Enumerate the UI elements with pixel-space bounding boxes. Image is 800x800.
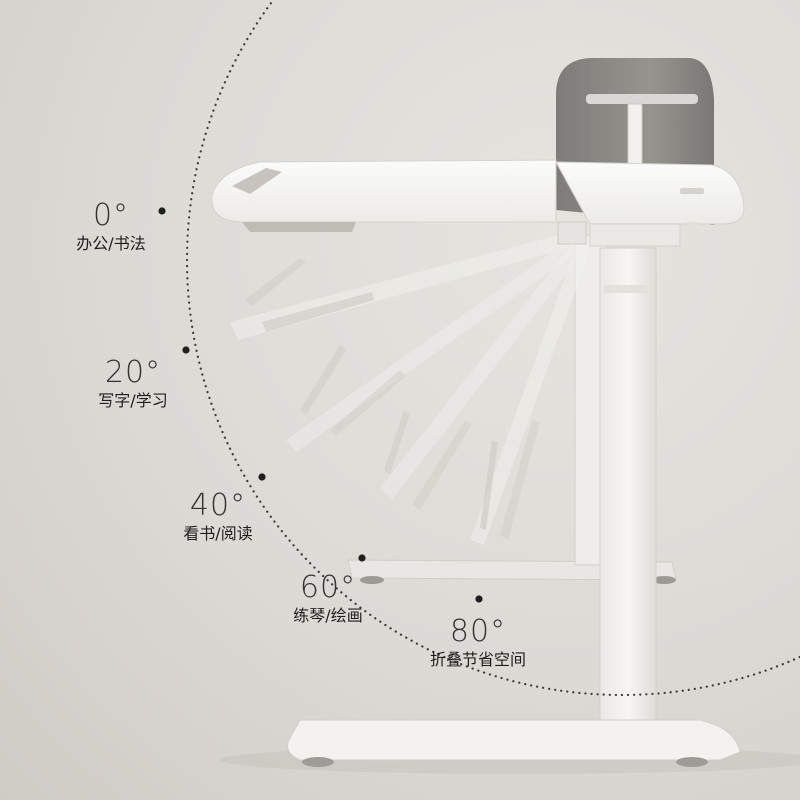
main-desktop — [211, 159, 557, 223]
main-leg — [599, 247, 657, 729]
hinge — [557, 221, 587, 245]
angle-caption: 写字/学习 — [98, 391, 168, 410]
label-60-degree: 60° 练琴/绘画 — [278, 572, 378, 626]
label-0-degree: 0° 办公/书法 — [66, 200, 156, 254]
marker-dot-40 — [258, 473, 266, 481]
marker-dot-60 — [358, 554, 366, 562]
angle-caption: 练琴/绘画 — [293, 606, 363, 625]
angle-value: 60° — [299, 570, 357, 605]
angle-value: 80° — [449, 614, 507, 649]
pen-groove — [232, 168, 282, 194]
angle-value: 0° — [92, 198, 130, 233]
label-20-degree: 20° 写字/学习 — [88, 357, 178, 411]
angle-caption: 折叠节省空间 — [429, 650, 526, 669]
fixed-desktop — [555, 161, 745, 225]
marker-dot-0 — [158, 207, 166, 215]
tilt-motion-trail — [230, 232, 590, 545]
front-foot — [287, 719, 741, 761]
angle-value: 20° — [104, 355, 162, 390]
label-40-degree: 40° 看书/阅读 — [168, 490, 268, 544]
tilt-arc-dotted — [186, 0, 800, 696]
angle-value: 40° — [189, 488, 247, 523]
angle-caption: 办公/书法 — [76, 234, 146, 253]
small-shelf — [586, 94, 698, 104]
marker-dot-80 — [475, 595, 483, 603]
angle-caption: 看书/阅读 — [183, 524, 253, 543]
marker-dot-20 — [182, 346, 190, 354]
label-80-degree: 80° 折叠节省空间 — [416, 616, 540, 670]
